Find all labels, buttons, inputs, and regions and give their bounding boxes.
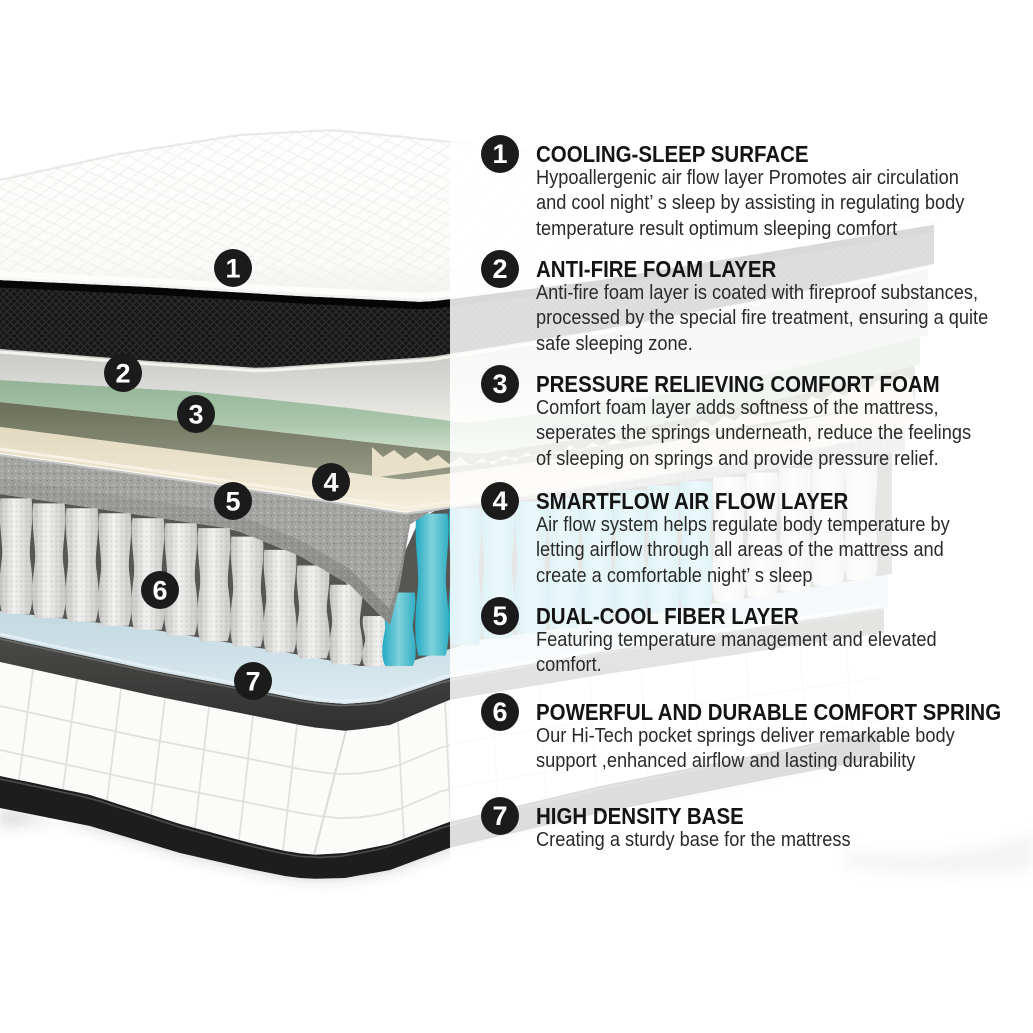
svg-text:4: 4 [323,468,338,498]
svg-text:6: 6 [152,576,167,606]
svg-text:7: 7 [245,667,260,697]
svg-text:2: 2 [115,359,130,389]
svg-text:1: 1 [225,254,240,284]
svg-text:5: 5 [225,487,240,517]
svg-text:3: 3 [188,400,203,430]
